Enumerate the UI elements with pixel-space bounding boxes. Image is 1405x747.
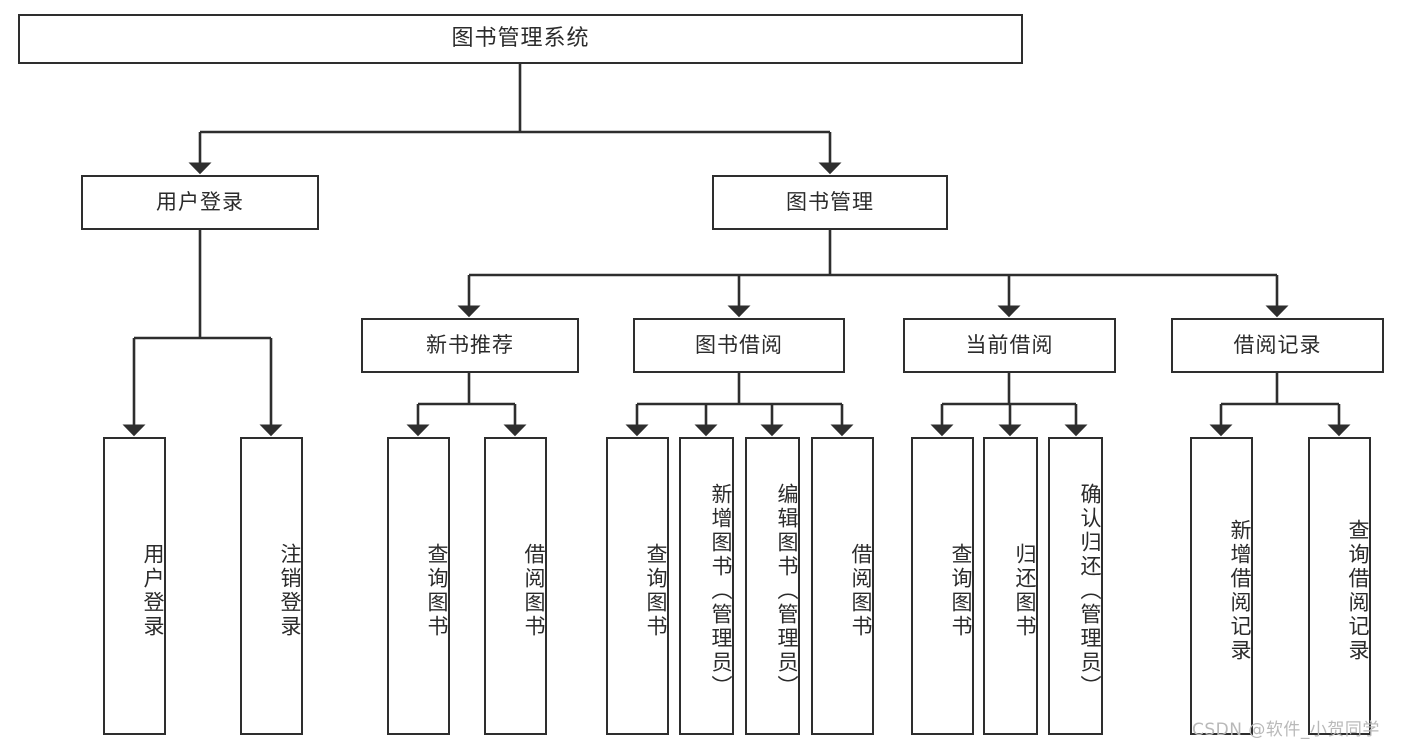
leaf-current-query-book-label: 查询图书 — [949, 543, 973, 639]
leaf-borrow-add-book-label: 新增图书（管理员） — [709, 483, 733, 699]
node-user-login[interactable]: 用户登录 — [81, 175, 319, 230]
leaf-borrow-edit-book-label: 编辑图书（管理员） — [775, 483, 799, 699]
leaf-record-query-label: 查询借阅记录 — [1346, 519, 1370, 663]
leaf-newbook-borrow-book[interactable]: 借阅图书 — [484, 437, 547, 735]
leaf-user-login[interactable]: 用户登录 — [103, 437, 166, 735]
node-book-borrow[interactable]: 图书借阅 — [633, 318, 845, 373]
leaf-borrow-query-book-label: 查询图书 — [644, 543, 668, 639]
leaf-borrow-edit-book[interactable]: 编辑图书（管理员） — [745, 437, 800, 735]
node-new-book-recommend[interactable]: 新书推荐 — [361, 318, 579, 373]
leaf-user-logout-label: 注销登录 — [278, 543, 302, 639]
node-current-borrow[interactable]: 当前借阅 — [903, 318, 1116, 373]
node-borrow-record-label: 借阅记录 — [1233, 332, 1322, 357]
leaf-borrow-lend-book-label: 借阅图书 — [849, 543, 873, 639]
node-root-label: 图书管理系统 — [451, 25, 590, 51]
leaf-borrow-add-book[interactable]: 新增图书（管理员） — [679, 437, 734, 735]
leaf-borrow-query-book[interactable]: 查询图书 — [606, 437, 669, 735]
node-book-management-label: 图书管理 — [786, 189, 874, 214]
leaf-borrow-lend-book[interactable]: 借阅图书 — [811, 437, 874, 735]
node-new-book-recommend-label: 新书推荐 — [426, 332, 514, 357]
node-root[interactable]: 图书管理系统 — [18, 14, 1023, 64]
leaf-newbook-borrow-book-label: 借阅图书 — [522, 543, 546, 639]
leaf-user-login-label: 用户登录 — [141, 543, 165, 639]
leaf-current-return-book-label: 归还图书 — [1013, 543, 1037, 639]
leaf-current-confirm-return-label: 确认归还（管理员） — [1078, 483, 1102, 699]
node-current-borrow-label: 当前借阅 — [965, 332, 1054, 357]
leaf-newbook-query-book-label: 查询图书 — [425, 543, 449, 639]
node-book-borrow-label: 图书借阅 — [695, 332, 783, 357]
node-borrow-record[interactable]: 借阅记录 — [1171, 318, 1384, 373]
leaf-user-logout[interactable]: 注销登录 — [240, 437, 303, 735]
leaf-record-add[interactable]: 新增借阅记录 — [1190, 437, 1253, 735]
leaf-newbook-query-book[interactable]: 查询图书 — [387, 437, 450, 735]
node-user-login-label: 用户登录 — [156, 189, 244, 214]
node-book-management[interactable]: 图书管理 — [712, 175, 948, 230]
leaf-current-return-book[interactable]: 归还图书 — [983, 437, 1038, 735]
leaf-record-add-label: 新增借阅记录 — [1228, 519, 1252, 663]
leaf-current-confirm-return[interactable]: 确认归还（管理员） — [1048, 437, 1103, 735]
leaf-record-query[interactable]: 查询借阅记录 — [1308, 437, 1371, 735]
leaf-current-query-book[interactable]: 查询图书 — [911, 437, 974, 735]
